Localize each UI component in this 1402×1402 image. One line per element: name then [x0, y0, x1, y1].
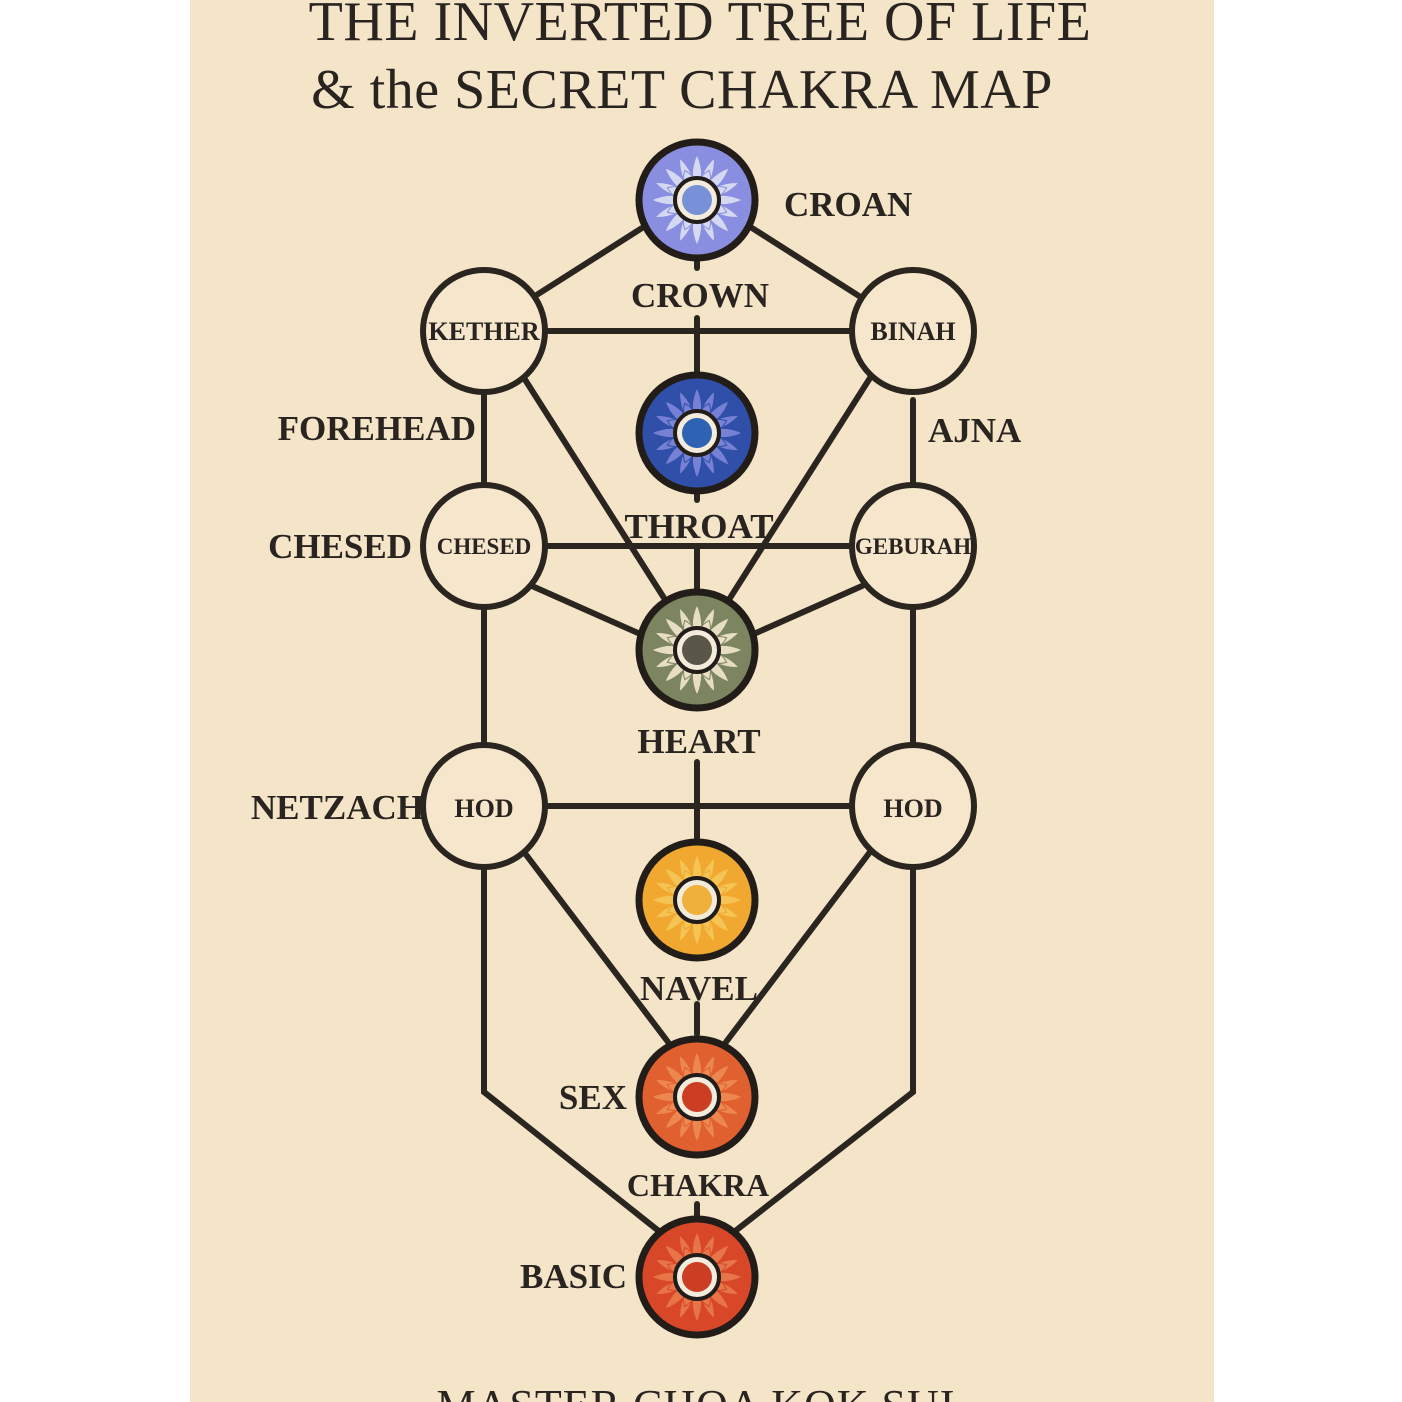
chakra-center	[682, 185, 712, 215]
chakra-label-heart: HEART	[637, 722, 760, 761]
chakra-sex-icon	[635, 1035, 759, 1159]
sephira-label: BINAH	[870, 317, 955, 346]
path-croan-binah	[749, 225, 862, 299]
chakra-label-croan: CROAN	[784, 185, 912, 224]
path-chesed-heart	[529, 583, 641, 636]
chakra-center	[682, 1262, 712, 1292]
path-geburah-heart	[753, 583, 865, 636]
chakra-label-basic: BASIC	[520, 1257, 627, 1296]
chakra-basic-icon	[635, 1215, 759, 1339]
sephira-label: CHESED	[437, 534, 532, 559]
chakra-label-crown: CROWN	[631, 276, 769, 315]
path-hod-basic-left	[481, 867, 663, 1235]
title-line-2: & the SECRET CHAKRA MAP	[311, 59, 1053, 121]
path-hod-sex-right	[723, 849, 873, 1045]
tree-paths	[481, 225, 916, 1235]
chakra-crown-icon	[635, 371, 759, 495]
sephira-hod-left: HOD	[420, 742, 548, 870]
path-hod-basic-right	[731, 867, 916, 1235]
sephira-label: HOD	[454, 794, 513, 823]
sephira-label: KETHER	[428, 317, 539, 346]
chakra-heart-icon	[635, 588, 759, 712]
path-hod-sex-left	[521, 849, 671, 1045]
chakra-center	[682, 418, 712, 448]
side-label-netzach: NETZACH	[251, 788, 424, 827]
chakra-navel-icon	[635, 838, 759, 962]
sephira-hod-right: HOD	[849, 742, 977, 870]
chakra-label-throat: THROAT	[624, 507, 773, 546]
sephira-geburah: GEBURAH	[849, 482, 977, 610]
chakra-croan-icon	[635, 138, 759, 262]
side-label-forehead: FOREHEAD	[278, 409, 476, 448]
sephira-chesed: CHESED	[420, 482, 548, 610]
chakra-center	[682, 885, 712, 915]
poster: THE INVERTED TREE OF LIFE & the SECRET C…	[190, 0, 1214, 1402]
chakra-label-sex: SEX	[559, 1078, 627, 1117]
sephira-label: GEBURAH	[855, 534, 971, 559]
chakra-label-navel: NAVEL	[640, 969, 758, 1008]
side-label-chesed: CHESED	[268, 527, 412, 566]
path-croan-kether	[532, 225, 645, 299]
sephira-kether: KETHER	[420, 267, 548, 395]
side-label-ajna: AJNA	[928, 411, 1022, 450]
author-name: MASTER CHOA KOK SUI	[437, 1381, 956, 1402]
chakra-center	[682, 1082, 712, 1112]
path-kether-heart	[521, 375, 667, 601]
title-line-1: THE INVERTED TREE OF LIFE	[309, 0, 1092, 53]
sephira-label: HOD	[883, 794, 942, 823]
sephira-binah: BINAH	[849, 267, 977, 395]
tree-of-life-diagram: THE INVERTED TREE OF LIFE & the SECRET C…	[251, 0, 1092, 1402]
chakra-label-chakra: CHAKRA	[627, 1167, 769, 1203]
path-binah-heart	[727, 375, 873, 601]
chakra-center	[682, 635, 712, 665]
